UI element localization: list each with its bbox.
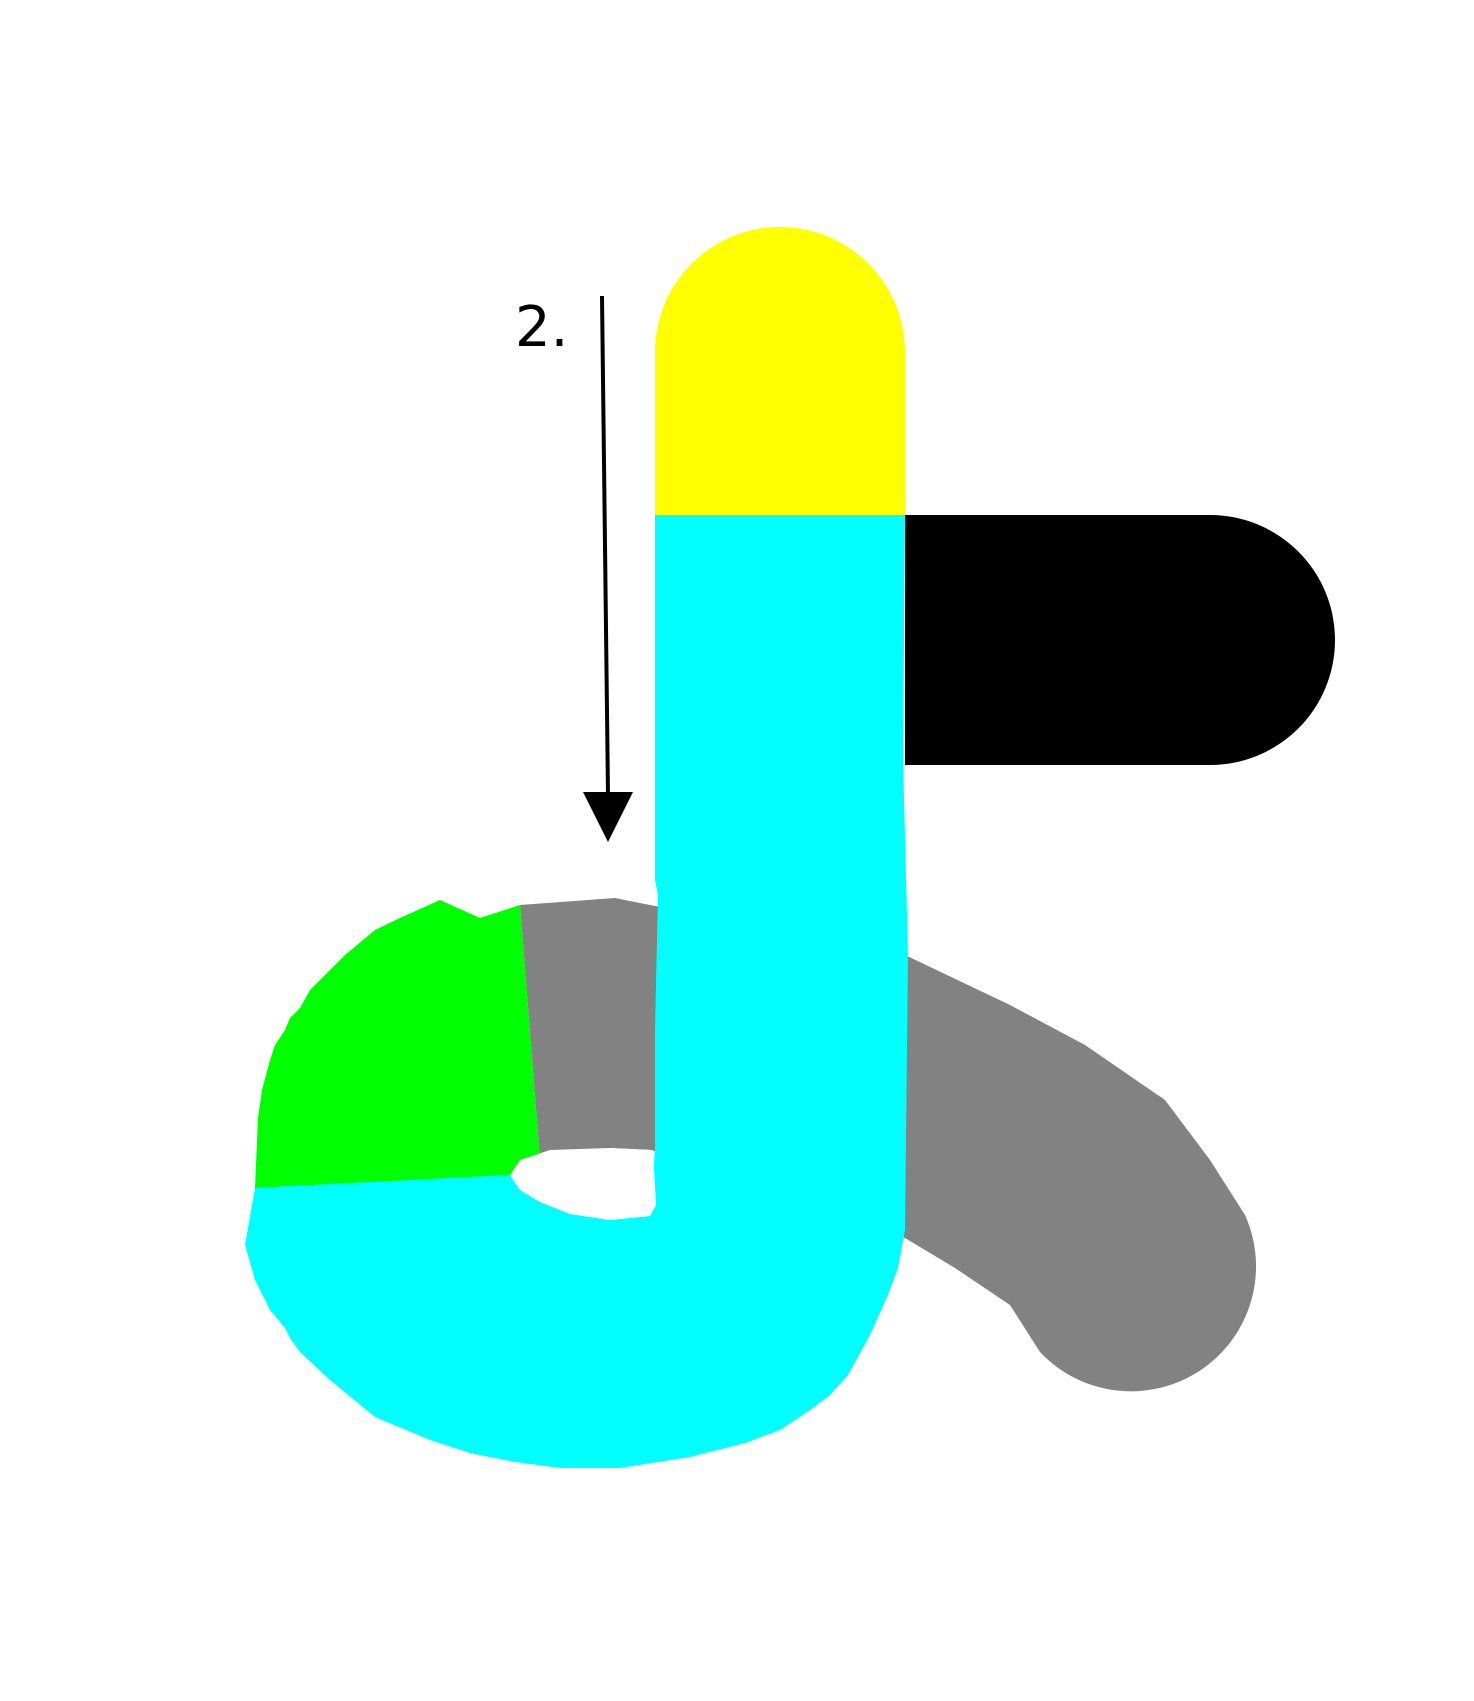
loop-inner-hole bbox=[510, 1148, 656, 1220]
black-side-arm bbox=[905, 515, 1335, 765]
direction-arrow-shaft bbox=[600, 295, 610, 796]
step-label: 2. bbox=[515, 295, 568, 360]
direction-arrowhead bbox=[583, 792, 633, 842]
green-loop-segment bbox=[255, 900, 540, 1188]
yellow-top-cap bbox=[655, 227, 905, 515]
cyan-stem-and-loop bbox=[245, 515, 908, 1468]
